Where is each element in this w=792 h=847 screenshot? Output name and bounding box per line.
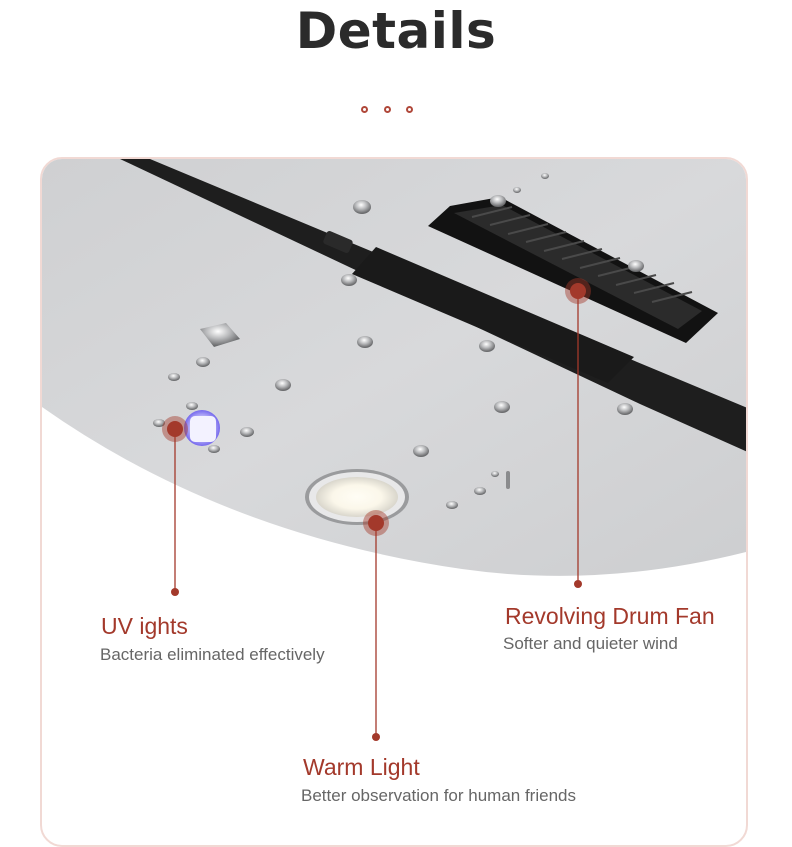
feature-desc-drum-fan: Softer and quieter wind (503, 634, 678, 653)
feature-title-uv-lights: UV ights (101, 613, 188, 639)
uv-light (184, 410, 220, 446)
drum-fan (454, 205, 702, 329)
product-image (42, 159, 746, 576)
feature-title-warm-light: Warm Light (303, 754, 420, 780)
feature-title-drum-fan: Revolving Drum Fan (505, 603, 715, 629)
ring-dot-icon (406, 106, 413, 113)
warm-light (305, 469, 409, 525)
feature-desc-uv-lights: Bacteria eliminated effectively (100, 645, 325, 664)
pagination-dots (0, 106, 792, 118)
ring-dot-icon (361, 106, 368, 113)
product-card (40, 157, 748, 847)
rail-clip (323, 231, 353, 253)
vent-strip (352, 247, 634, 383)
screws (153, 173, 644, 509)
feature-desc-warm-light: Better observation for human friends (301, 786, 576, 805)
ring-dot-icon (384, 106, 391, 113)
page-title: Details (295, 2, 497, 60)
